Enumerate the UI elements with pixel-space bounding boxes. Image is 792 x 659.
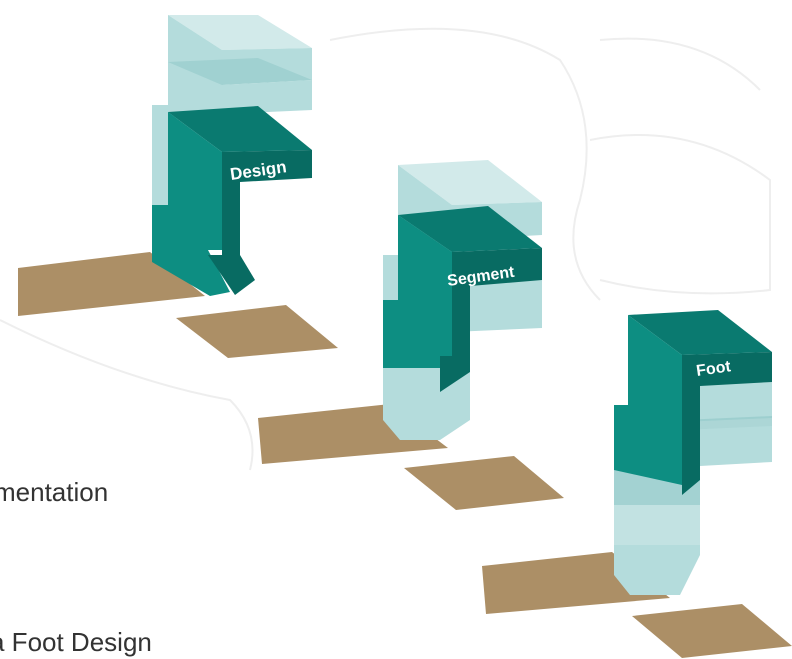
ghost-layer	[152, 15, 312, 240]
segment-block-group	[258, 160, 564, 510]
caption-fragment-1: mentation	[0, 477, 109, 507]
background-sketch	[0, 27, 771, 471]
design-block	[152, 106, 312, 296]
caption-fragment-2: a Foot Design	[0, 627, 152, 657]
floor-plate	[176, 305, 338, 358]
floor-plate	[404, 456, 564, 510]
design-block-group	[18, 15, 338, 358]
foot-block-group	[482, 310, 792, 658]
foot-label: Foot	[695, 358, 732, 380]
segment-block	[383, 206, 542, 392]
floor-plate	[18, 252, 205, 316]
floor-plate	[632, 604, 792, 658]
foot-block	[614, 310, 772, 495]
